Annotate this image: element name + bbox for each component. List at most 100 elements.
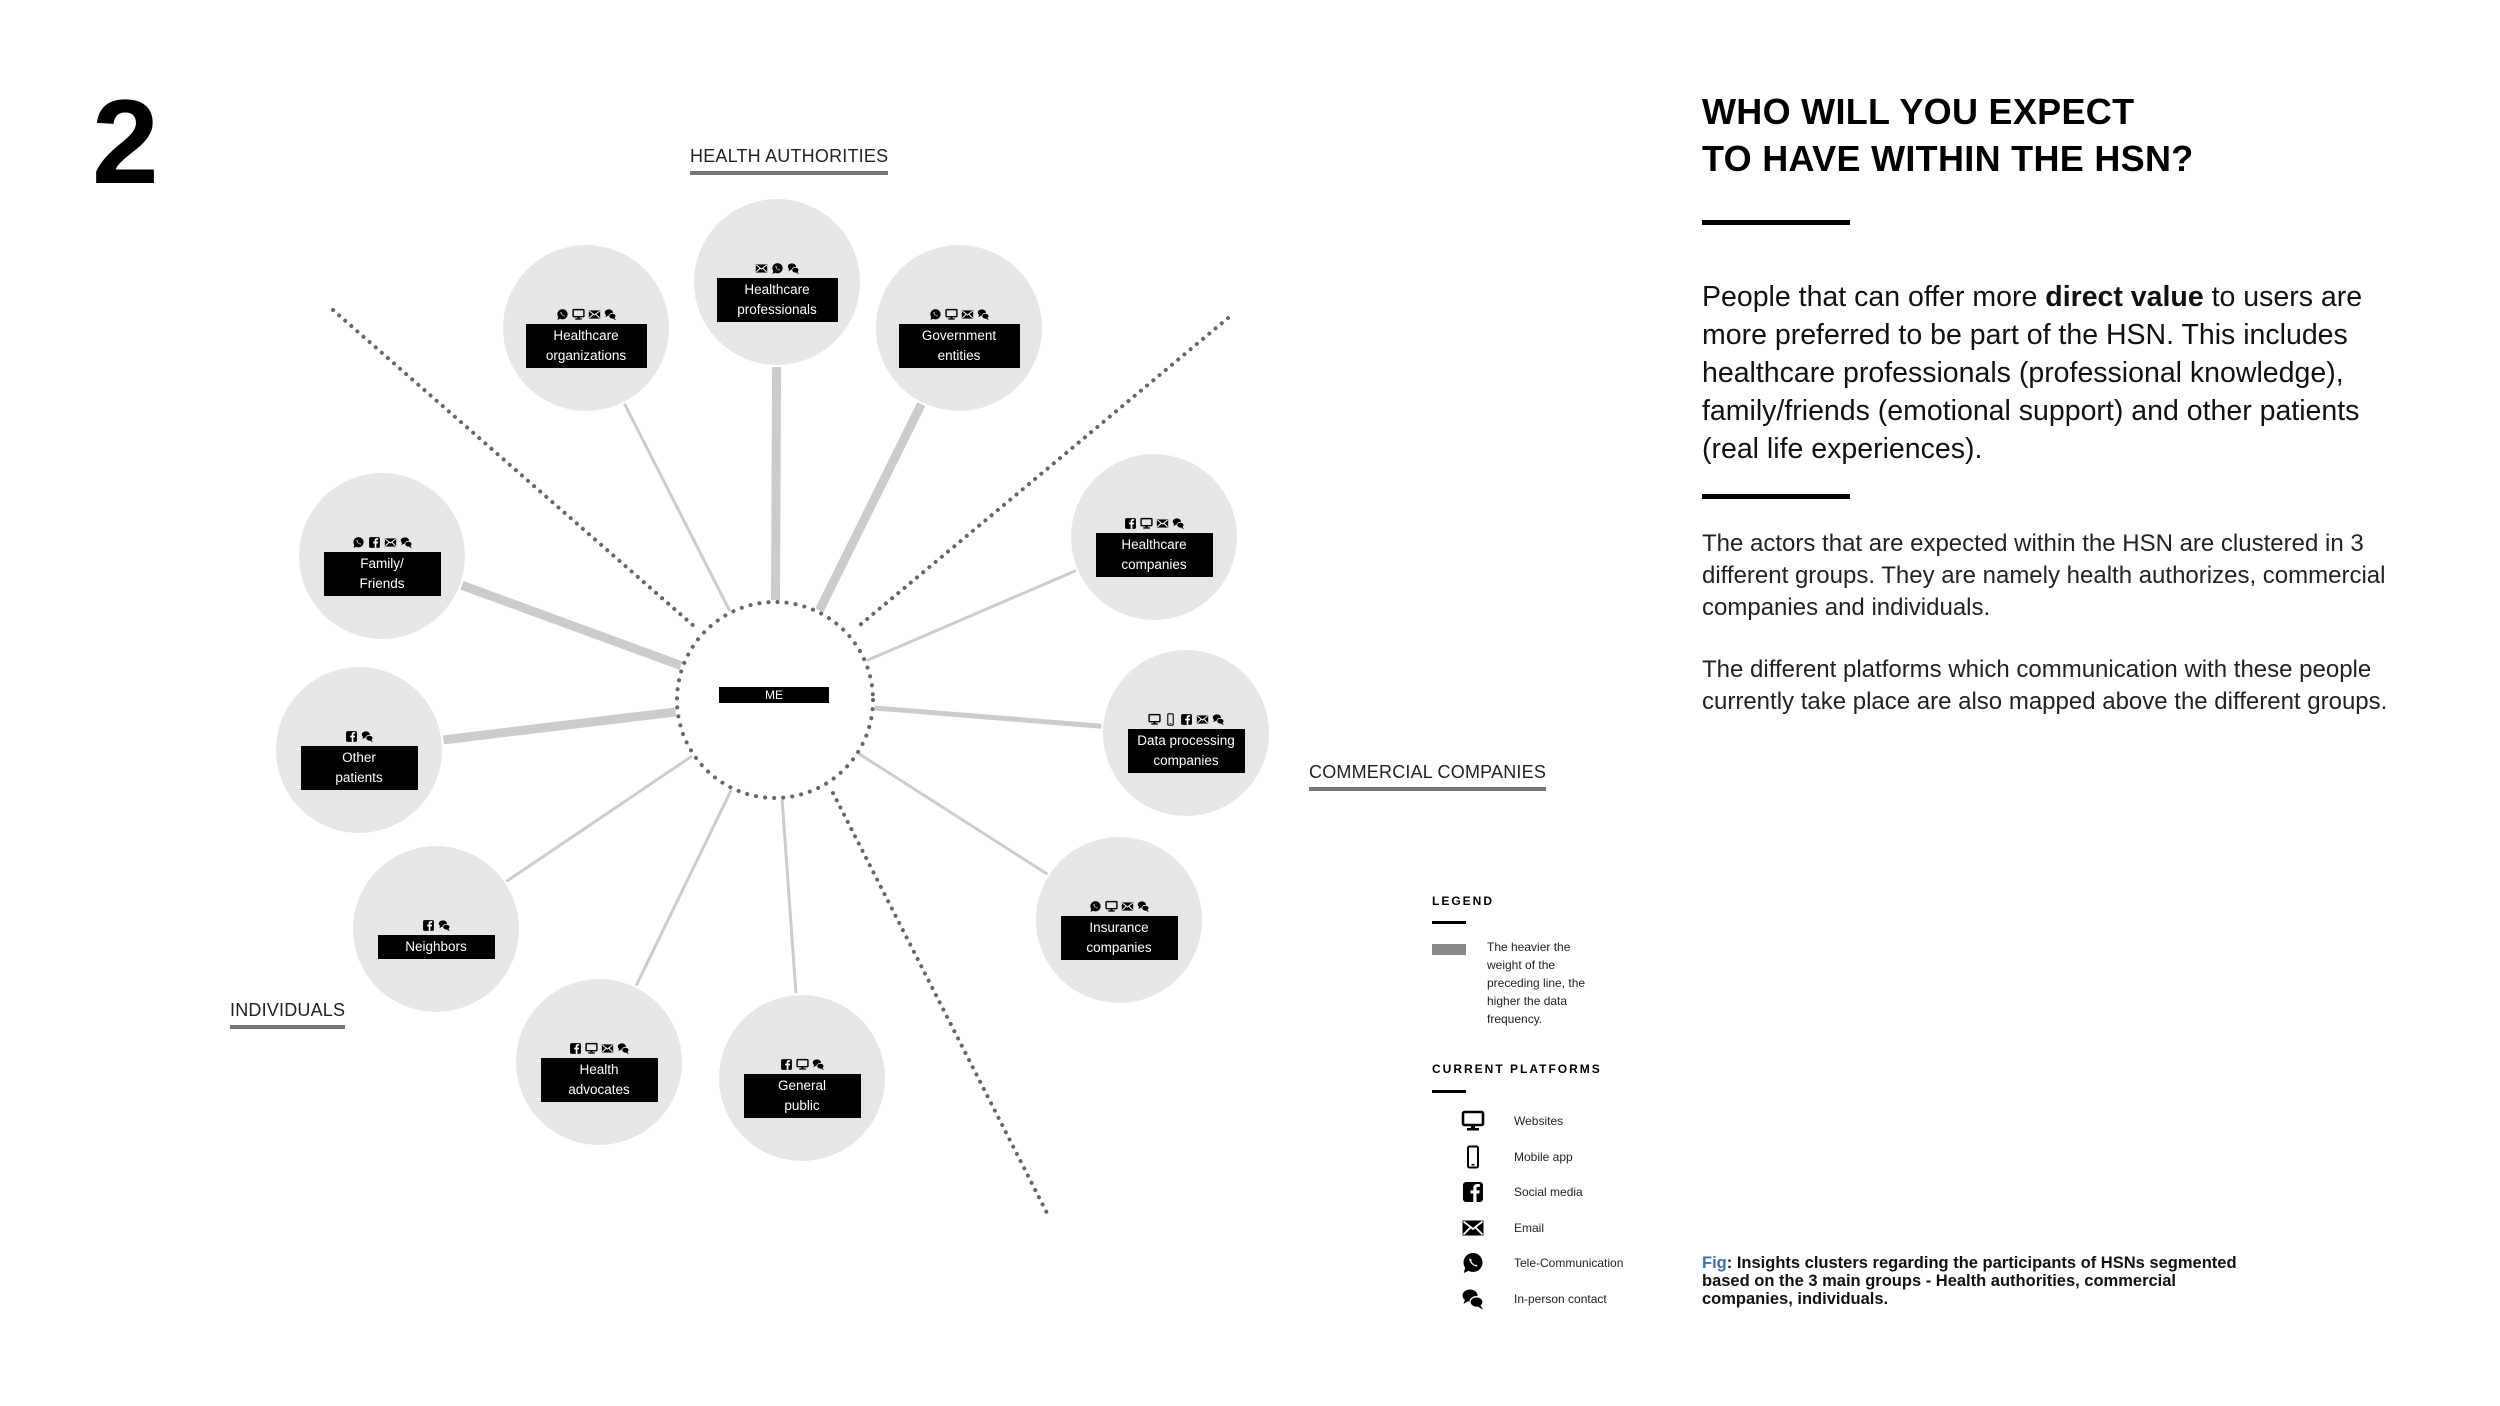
platform-label: Mobile app bbox=[1514, 1149, 1573, 1164]
phone-icon bbox=[556, 308, 569, 321]
node-label-line: advocates bbox=[568, 1082, 630, 1097]
platforms-rule bbox=[1432, 1090, 1466, 1093]
legend-description: The heavier the weight of the preceding … bbox=[1487, 940, 1586, 1026]
heading-rule bbox=[1702, 220, 1850, 225]
figure-caption: Fig: Insights clusters regarding the par… bbox=[1702, 1254, 2262, 1308]
web-icon bbox=[944, 308, 958, 321]
node-platform-icons bbox=[526, 306, 647, 322]
chat-icon bbox=[1460, 1287, 1486, 1311]
node-label-line: companies bbox=[1121, 557, 1187, 572]
platform-social: Social media bbox=[1432, 1179, 1583, 1205]
platform-email: Email bbox=[1432, 1215, 1544, 1241]
node-platform-icons bbox=[899, 306, 1020, 322]
node-label-line: Data processing bbox=[1137, 733, 1235, 748]
web-icon bbox=[571, 308, 585, 321]
email-icon bbox=[1121, 900, 1134, 913]
chat-icon bbox=[604, 308, 617, 321]
phone-icon bbox=[1460, 1251, 1486, 1275]
node-label-line: Government bbox=[921, 328, 997, 343]
link-neighbors bbox=[505, 754, 693, 883]
node-label-health-advocates: Health advocates bbox=[540, 1058, 658, 1102]
node-platform-icons bbox=[717, 260, 838, 276]
node-label-line: companies bbox=[1153, 753, 1219, 768]
node-label-line: professionals bbox=[737, 302, 817, 317]
social-icon bbox=[569, 1042, 582, 1055]
email-icon bbox=[384, 536, 397, 549]
node-label-family-friends: Family/Friends bbox=[323, 552, 441, 596]
node-label-data-processing-companies: Data processing companies bbox=[1127, 729, 1245, 773]
node-label-line: organizations bbox=[545, 348, 627, 363]
caption-text: : Insights clusters regarding the partic… bbox=[1702, 1254, 2237, 1308]
node-label-line: Friends bbox=[359, 576, 405, 591]
node-platform-icons bbox=[301, 728, 418, 744]
web-icon bbox=[1460, 1109, 1486, 1133]
link-insurance-companies bbox=[858, 752, 1049, 876]
group-dividers bbox=[331, 308, 1230, 1217]
web-icon bbox=[1139, 517, 1153, 530]
node-platform-icons bbox=[324, 534, 441, 550]
legend-title: LEGEND bbox=[1432, 894, 1495, 908]
legend-rule-thin bbox=[1432, 921, 1466, 924]
node-label-healthcare-organizations: Healthcare organizations bbox=[525, 324, 647, 368]
email-icon bbox=[961, 308, 974, 321]
section-heading: WHO WILL YOU EXPECT TO HAVE WITHIN THE H… bbox=[1702, 88, 2194, 182]
center-me-label: ME bbox=[719, 687, 829, 703]
lead-paragraph: People that can offer more direct value … bbox=[1702, 278, 2422, 468]
platform-label: Tele-Communication bbox=[1514, 1256, 1624, 1270]
email-icon bbox=[755, 262, 768, 275]
chat-icon bbox=[438, 919, 451, 932]
chat-icon bbox=[1212, 713, 1225, 726]
email-icon bbox=[601, 1042, 614, 1055]
platform-label: Email bbox=[1514, 1220, 1545, 1235]
node-label-neighbors: Neighbors bbox=[377, 935, 495, 959]
node-platform-icons bbox=[744, 1056, 861, 1072]
node-label-line: companies bbox=[1086, 940, 1152, 955]
lead-rule bbox=[1702, 494, 1850, 499]
platforms-title: CURRENT PLATFORMS bbox=[1432, 1062, 1602, 1076]
link-healthcare-companies bbox=[866, 569, 1077, 662]
chat-icon bbox=[977, 308, 990, 321]
chat-icon bbox=[1137, 900, 1150, 913]
chat-icon bbox=[812, 1058, 825, 1071]
node-platform-icons bbox=[1096, 515, 1213, 531]
group-label-health-authorities: HEALTH AUTHORITIES bbox=[690, 146, 889, 175]
social-icon bbox=[368, 536, 381, 549]
link-government-entities bbox=[815, 402, 926, 613]
page-number: 2 bbox=[92, 75, 159, 209]
group-label-individuals: INDIVIDUALS bbox=[230, 1000, 346, 1029]
platform-label: Websites bbox=[1514, 1114, 1564, 1128]
mobile-icon bbox=[1164, 712, 1177, 726]
web-icon bbox=[795, 1058, 809, 1071]
lead-text-2: to users are more preferred to be part o… bbox=[1702, 281, 2363, 465]
platform-label: In-person contact bbox=[1514, 1291, 1607, 1306]
mobile-icon bbox=[1460, 1145, 1486, 1169]
social-icon bbox=[1124, 517, 1137, 530]
caption-fig-label: Fig bbox=[1702, 1254, 1727, 1272]
node-label-line: Health bbox=[579, 1062, 619, 1077]
node-label-line: Healthcare bbox=[553, 328, 619, 343]
email-icon bbox=[1460, 1216, 1486, 1240]
node-platform-icons bbox=[1061, 898, 1178, 914]
node-platform-icons bbox=[541, 1040, 658, 1056]
lead-bold: direct value bbox=[2045, 281, 2204, 313]
heading-line-1: WHO WILL YOU EXPECT bbox=[1702, 91, 2135, 132]
node-label-line: patients bbox=[335, 770, 383, 785]
node-label-line: Neighbors bbox=[405, 939, 467, 954]
legend-rule-thick bbox=[1432, 944, 1466, 955]
node-circle-neighbors bbox=[353, 846, 519, 1012]
link-data-processing-companies bbox=[874, 705, 1102, 729]
web-icon bbox=[1147, 713, 1161, 726]
node-platform-icons bbox=[1128, 711, 1245, 727]
platform-chat: In-person contact bbox=[1432, 1286, 1607, 1312]
social-icon bbox=[1460, 1180, 1486, 1204]
group-label-commercial-companies: COMMERCIAL COMPANIES bbox=[1309, 762, 1547, 791]
email-icon bbox=[1196, 713, 1209, 726]
heading-line-2: TO HAVE WITHIN THE HSN? bbox=[1702, 138, 2194, 179]
email-icon bbox=[588, 308, 601, 321]
node-label-line: public bbox=[784, 1098, 820, 1113]
